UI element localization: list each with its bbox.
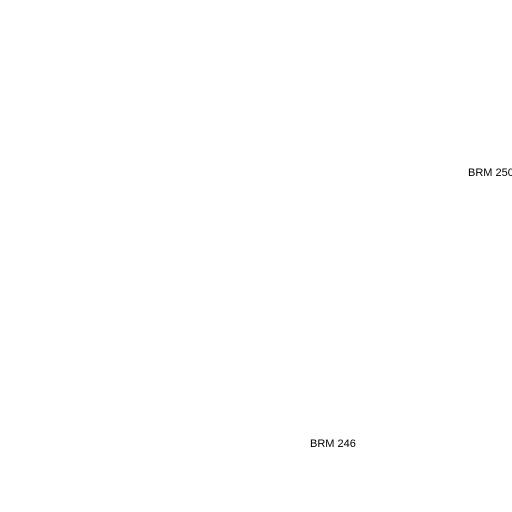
- marker-label-brm-246: BRM 246: [310, 438, 356, 450]
- marker-label-brm-250: BRM 250: [468, 167, 512, 179]
